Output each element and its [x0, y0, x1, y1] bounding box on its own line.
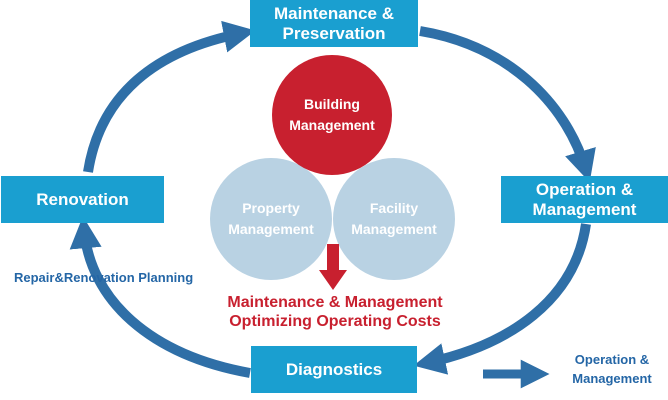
circle-facility-management: Facility Management [333, 158, 455, 280]
stage-operation-line-1: Operation & [535, 180, 634, 200]
caption-line-1: Maintenance & Management [227, 294, 443, 311]
arrow-renovation-to-maintenance [83, 20, 256, 173]
circle-building-management: Building Management [272, 55, 392, 175]
facility-line-2: Management [351, 221, 437, 237]
building-line-1: Building [304, 96, 360, 112]
caption-line-2: Optimizing Operating Costs [229, 313, 441, 331]
property-line-1: Property [242, 200, 300, 216]
circle-property-management: Property Management [210, 158, 332, 280]
stage-renovation: Renovation [1, 176, 164, 223]
stage-operation-line-2: Management [532, 199, 637, 219]
stage-maintenance-preservation: Maintenance & Preservation [250, 0, 418, 47]
arrow-operation-to-diagnostics [413, 223, 591, 375]
stage-diagnostics: Diagnostics [251, 346, 417, 393]
property-line-2: Management [228, 221, 314, 237]
legend-operation-management: Operation & Management [556, 351, 668, 389]
stage-diagnostics-label: Diagnostics [285, 359, 383, 379]
stage-maintenance-line-1: Maintenance & [274, 4, 394, 24]
legend-line-1: Operation & [574, 352, 650, 367]
arrow-maintenance-to-operation [419, 26, 596, 183]
stage-maintenance-line-2: Preservation [282, 23, 386, 43]
facility-line-1: Facility [369, 200, 419, 216]
building-line-2: Management [289, 117, 375, 133]
legend-line-2: Management [572, 370, 652, 386]
repair-renovation-planning-label: Repair&Renovation Planning [14, 270, 194, 285]
arrow-diagnostics-to-renovation [69, 216, 251, 378]
optimization-caption: Maintenance & Management Optimizing Oper… [190, 293, 480, 331]
stage-renovation-label: Renovation [36, 189, 129, 209]
stage-operation-management: Operation & Management [501, 176, 668, 223]
